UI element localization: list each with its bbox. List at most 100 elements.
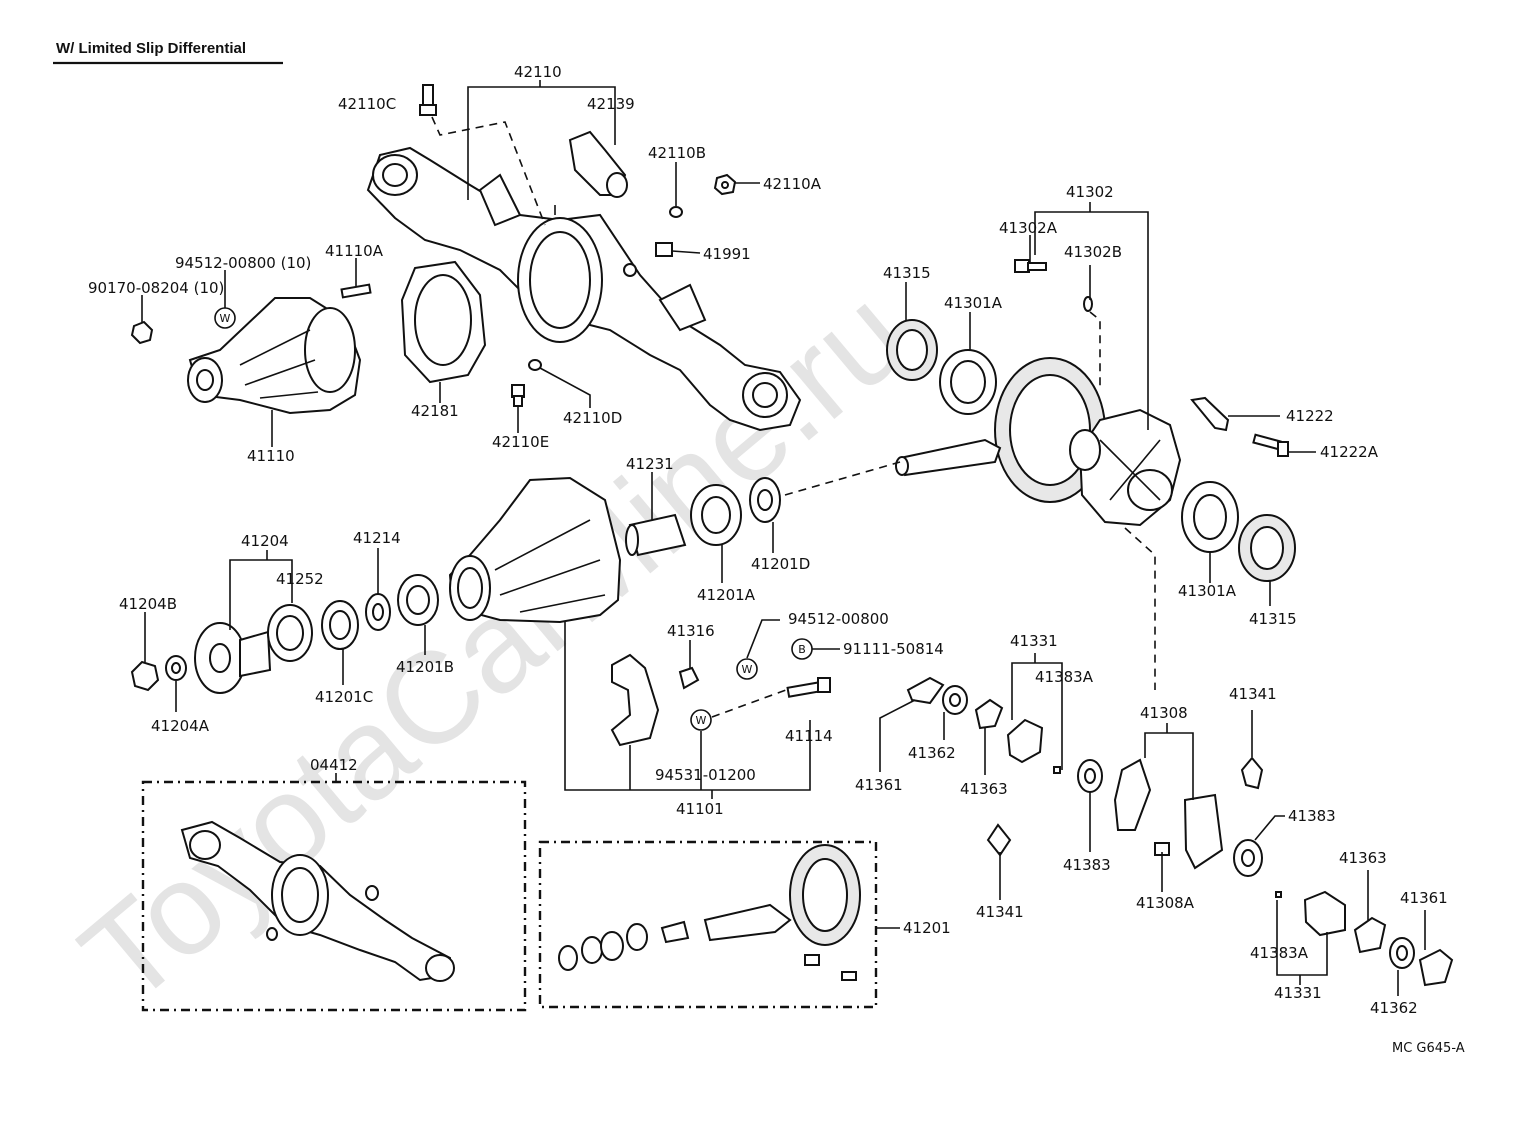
label-94512-00800-10: 94512-00800 (10) xyxy=(175,254,311,272)
bearing-icon xyxy=(397,574,439,626)
label-91111-50814: 91111-50814 xyxy=(843,640,944,658)
label-41308: 41308 xyxy=(1140,704,1188,722)
clutch-plate-icon xyxy=(1418,948,1454,987)
ring-gear-icon xyxy=(895,357,1106,503)
kit-box-04412 xyxy=(141,780,527,1012)
label-41222A: 41222A xyxy=(1320,443,1379,461)
washer-icon xyxy=(749,477,781,523)
label-41222: 41222 xyxy=(1286,407,1334,425)
clutch-plate-icon xyxy=(1389,937,1415,969)
label-90170-08204-10: 90170-08204 (10) xyxy=(88,279,224,297)
clutch-plate-icon xyxy=(942,685,968,715)
bracket-icon xyxy=(1190,396,1230,432)
label-41383A-bottom: 41383A xyxy=(1250,944,1309,962)
label-41341-top: 41341 xyxy=(1229,685,1277,703)
label-42110D: 42110D xyxy=(563,409,622,427)
label-41361-bottom: 41361 xyxy=(1400,889,1448,907)
nut-icon xyxy=(713,173,737,196)
bolt-icon xyxy=(1014,259,1047,273)
bolt-icon xyxy=(1252,433,1289,457)
gasket-icon xyxy=(400,260,487,384)
pinion-gear-icon xyxy=(986,823,1012,857)
kit-box-41201 xyxy=(538,840,878,1009)
washer-icon xyxy=(165,655,187,681)
pressure-ring-icon xyxy=(1113,758,1152,831)
label-41110: 41110 xyxy=(247,447,295,465)
label-41383-right: 41383 xyxy=(1288,807,1336,825)
lock-plate-icon xyxy=(1083,296,1093,312)
label-42110C: 42110C xyxy=(338,95,396,113)
label-41361-top: 41361 xyxy=(855,776,903,794)
label-41204: 41204 xyxy=(241,532,289,550)
label-41201C: 41201C xyxy=(315,688,373,706)
washer-symbol-icon: W xyxy=(690,709,712,731)
diagram-code: MC G645-A xyxy=(1392,1041,1465,1056)
label-41308A: 41308A xyxy=(1136,894,1195,912)
label-41214: 41214 xyxy=(353,529,401,547)
companion-flange-icon xyxy=(194,622,272,694)
adjusting-lock-icon xyxy=(678,666,700,690)
thrust-washer-icon xyxy=(1077,759,1103,793)
washer-icon xyxy=(669,206,683,218)
vent-hose-icon xyxy=(568,130,628,198)
label-41341-bottom: 41341 xyxy=(976,903,1024,921)
label-41383A-top: 41383A xyxy=(1035,668,1094,686)
bolt-icon xyxy=(786,677,831,698)
label-41363-bottom: 41363 xyxy=(1339,849,1387,867)
plug-icon xyxy=(528,359,542,371)
part-labels: 42110 42110C 42139 42110B 42110A 41991 9… xyxy=(88,63,1448,1017)
pin-icon xyxy=(1275,891,1282,898)
oil-seal-icon xyxy=(267,604,313,662)
differential-case-icon xyxy=(1069,408,1182,527)
pinion-shaft-icon xyxy=(558,844,861,981)
label-41362-bottom: 41362 xyxy=(1370,999,1418,1017)
breather-icon xyxy=(419,84,437,116)
label-41101: 41101 xyxy=(676,800,724,818)
label-41201A: 41201A xyxy=(697,586,756,604)
label-41383-left: 41383 xyxy=(1063,856,1111,874)
label-41301A-top: 41301A xyxy=(944,294,1003,312)
label-42110E: 42110E xyxy=(492,433,549,451)
bearing-icon xyxy=(321,600,359,650)
label-41110A: 41110A xyxy=(325,242,384,260)
bearing-race-icon xyxy=(886,319,938,381)
side-gear-icon xyxy=(1006,718,1044,764)
label-41204A: 41204A xyxy=(151,717,210,735)
bearing-icon xyxy=(1181,481,1239,553)
label-41331-top: 41331 xyxy=(1010,632,1058,650)
label-42181: 42181 xyxy=(411,402,459,420)
drain-plug-icon xyxy=(511,384,525,407)
label-42139: 42139 xyxy=(587,95,635,113)
bearing-icon xyxy=(939,349,997,415)
svg-text:B: B xyxy=(798,643,806,656)
clutch-plate-icon xyxy=(1353,916,1387,954)
pinion-gear-icon xyxy=(1240,756,1264,790)
carrier-housing-icon xyxy=(187,297,362,415)
spacer-icon xyxy=(365,593,391,631)
washer-symbol-icon: W xyxy=(214,307,236,329)
clutch-plate-icon xyxy=(906,676,945,705)
plate-icon xyxy=(655,242,673,257)
label-42110: 42110 xyxy=(514,63,562,81)
label-41231: 41231 xyxy=(626,455,674,473)
spacer-icon xyxy=(625,513,687,557)
side-gear-icon xyxy=(1303,890,1346,937)
label-41302B: 41302B xyxy=(1064,243,1122,261)
label-41316: 41316 xyxy=(667,622,715,640)
label-42110A: 42110A xyxy=(763,175,822,193)
label-41363-top: 41363 xyxy=(960,780,1008,798)
svg-text:W: W xyxy=(742,663,753,676)
bearing-race-icon xyxy=(1238,514,1296,582)
label-41315-bottom: 41315 xyxy=(1249,610,1297,628)
washer-symbol-icon: W xyxy=(736,658,758,680)
bearing-icon xyxy=(690,484,742,546)
label-41114: 41114 xyxy=(785,727,833,745)
label-94531-01200: 94531-01200 xyxy=(655,766,756,784)
label-41204B: 41204B xyxy=(119,595,177,613)
bolt-symbol-icon: B xyxy=(791,638,813,660)
nut-icon xyxy=(130,320,154,345)
stud-icon xyxy=(340,283,372,299)
label-41302A: 41302A xyxy=(999,219,1058,237)
axle-housing-icon xyxy=(366,146,802,432)
label-41362-top: 41362 xyxy=(908,744,956,762)
